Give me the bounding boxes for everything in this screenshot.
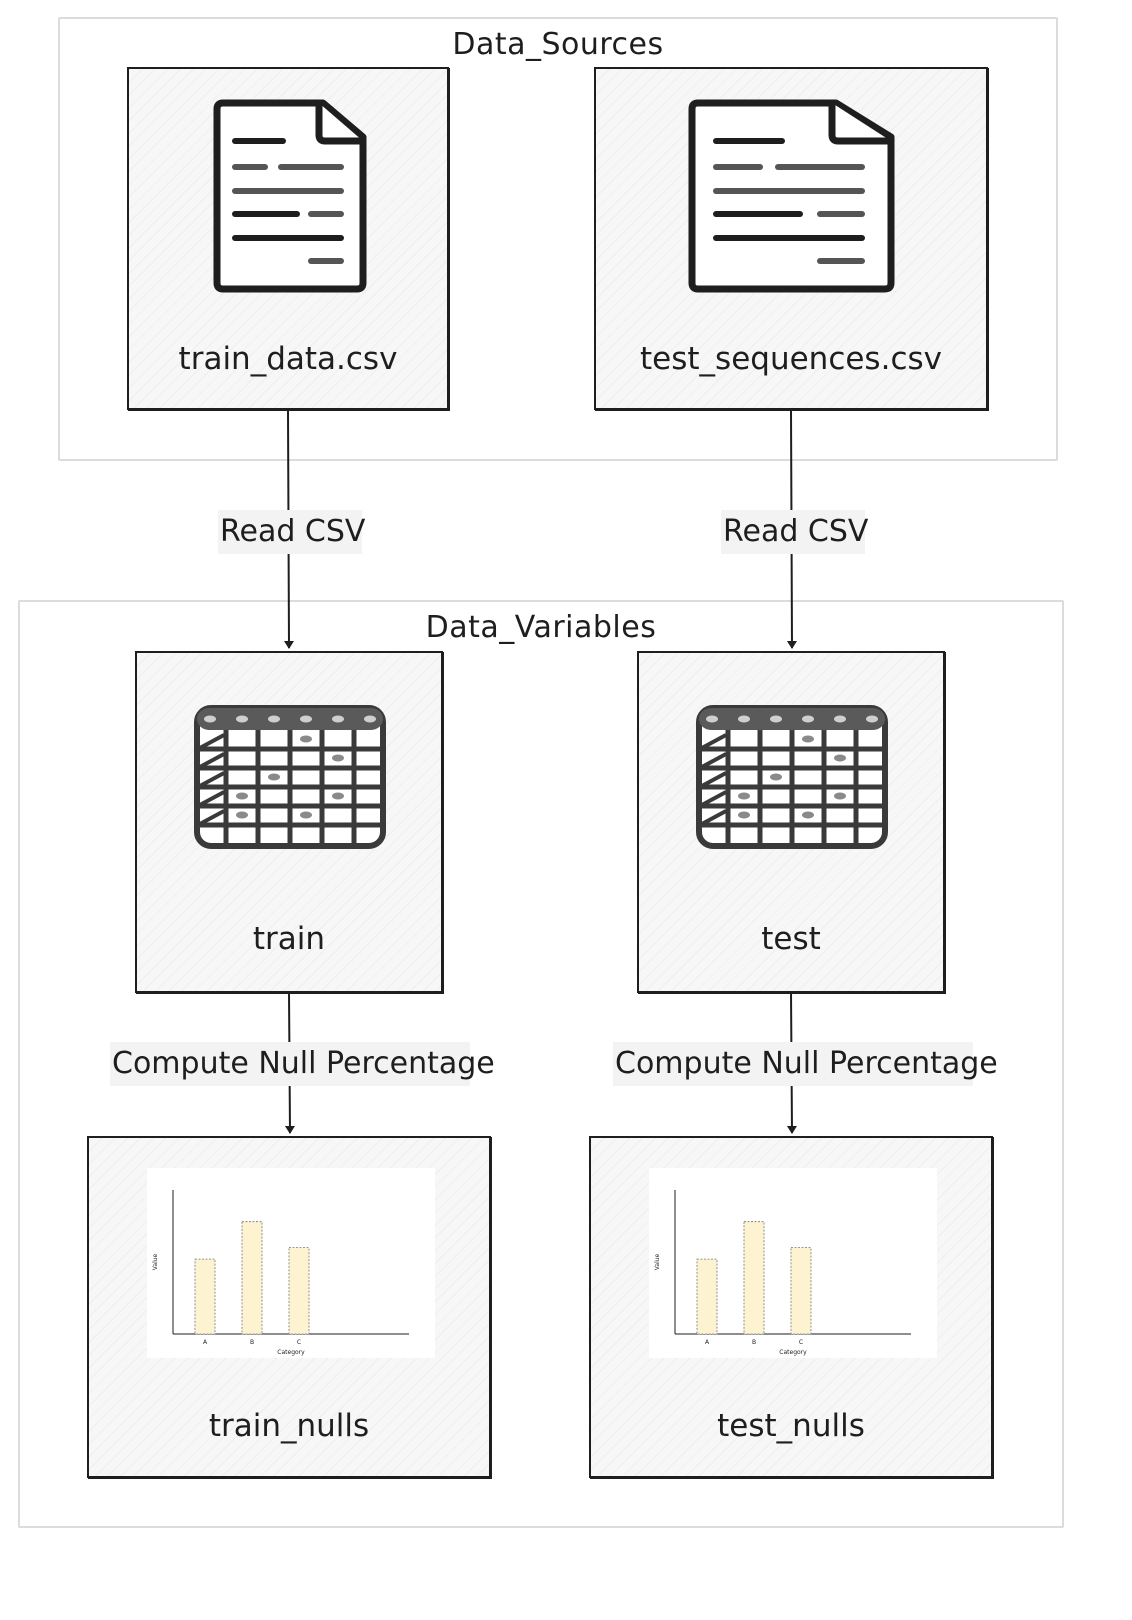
mini-ylabel: Value xyxy=(654,1253,661,1270)
group-title-data-variables: Data_Variables xyxy=(425,610,657,645)
bar-chart-icon: A B C Category Value xyxy=(147,1168,435,1358)
node-test[interactable]: test xyxy=(637,651,945,993)
document-icon xyxy=(213,99,367,293)
node-label-train: train xyxy=(252,921,326,957)
mini-bar-c xyxy=(790,1247,812,1335)
mini-tick-label: B xyxy=(250,1339,254,1346)
mini-tick-label: C xyxy=(799,1339,803,1346)
mini-bar-a xyxy=(194,1258,216,1335)
document-icon xyxy=(688,99,895,293)
table-icon xyxy=(194,705,386,849)
bar-chart-icon: A B C Category Value xyxy=(649,1168,937,1358)
mini-tick-label: B xyxy=(752,1339,756,1346)
node-label-test-nulls: test_nulls xyxy=(717,1408,865,1444)
node-label-test: test xyxy=(761,921,821,957)
mini-tick-label: C xyxy=(297,1339,301,1346)
mini-tick-label: A xyxy=(705,1339,710,1346)
edge-label-read-test: Read CSV xyxy=(721,510,868,554)
node-label-test-sequences-csv: test_sequences.csv xyxy=(640,341,942,377)
node-label-train-nulls: train_nulls xyxy=(208,1408,370,1444)
node-test-sequences-csv[interactable]: test_sequences.csv xyxy=(594,67,988,410)
node-label-train-data-csv: train_data.csv xyxy=(178,341,398,377)
edge-label-null-test: Compute Null Percentage xyxy=(613,1042,998,1086)
node-train-nulls[interactable]: A B C Category Value train_nulls xyxy=(87,1136,491,1478)
mini-xlabel: Category xyxy=(277,1349,305,1356)
node-train-data-csv[interactable]: train_data.csv xyxy=(127,67,449,410)
mini-bar-b xyxy=(241,1221,263,1335)
mini-xlabel: Category xyxy=(779,1349,807,1356)
mini-bar-c xyxy=(288,1247,310,1335)
node-train[interactable]: train xyxy=(135,651,443,993)
node-test-nulls[interactable]: A B C Category Value test_nulls xyxy=(589,1136,993,1478)
group-data-sources: Data_Sources xyxy=(58,17,1058,461)
edge-label-null-train: Compute Null Percentage xyxy=(110,1042,495,1086)
edge-label-read-train: Read CSV xyxy=(218,510,365,554)
mini-bar-a xyxy=(696,1258,718,1335)
mini-ylabel: Value xyxy=(152,1253,159,1270)
mini-tick-label: A xyxy=(203,1339,208,1346)
group-title-data-sources: Data_Sources xyxy=(452,27,664,62)
table-icon xyxy=(696,705,888,849)
mini-bar-b xyxy=(743,1221,765,1335)
group-data-variables: Data_Variables xyxy=(18,600,1064,1528)
